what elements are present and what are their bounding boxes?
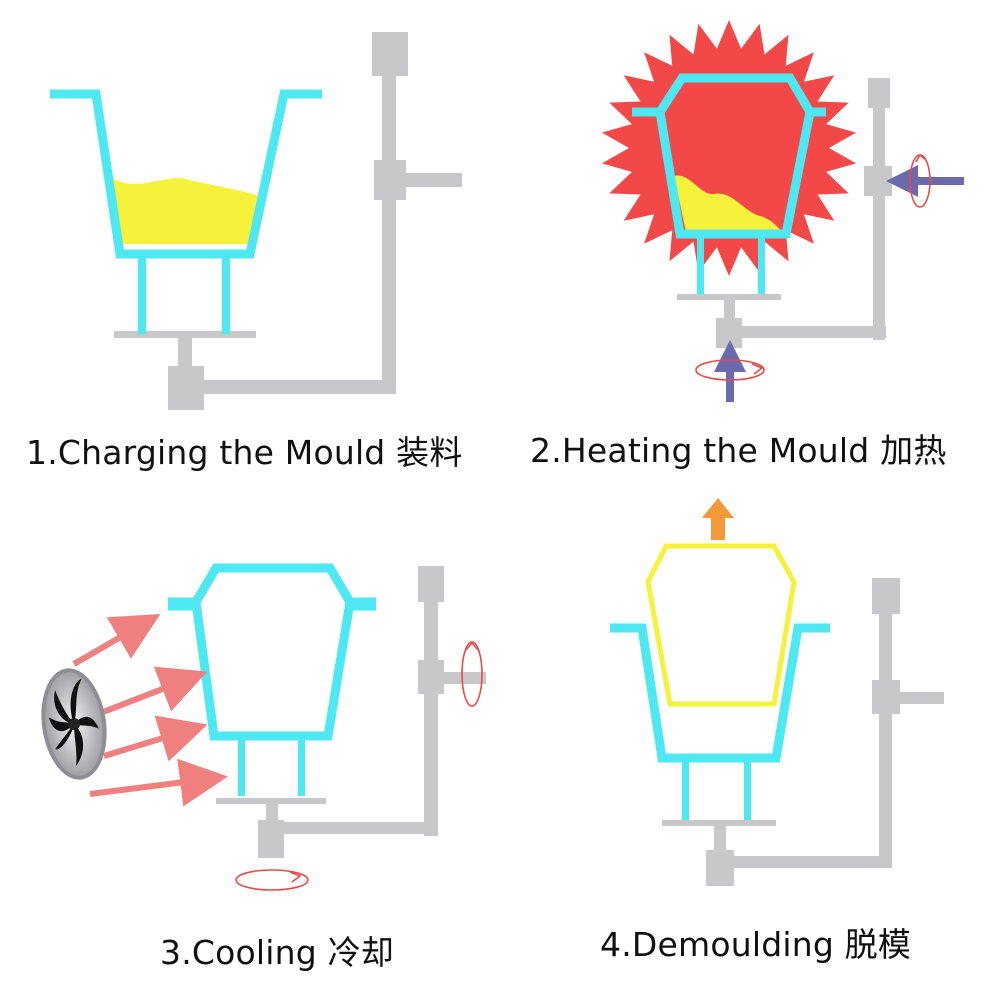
rig-stem — [266, 804, 278, 822]
rig-stem — [724, 300, 735, 320]
step-4-demoulding — [610, 498, 944, 886]
rig-base-arm — [730, 856, 892, 868]
material-charge — [112, 178, 260, 244]
open-mould-1 — [50, 89, 322, 259]
rig-platform — [662, 820, 776, 826]
rig-bearing-block — [872, 680, 900, 714]
rig-base-block — [168, 366, 204, 410]
rig-stem — [714, 826, 726, 852]
rig-base-block — [706, 850, 734, 886]
rotation-arrow-icon — [695, 359, 765, 381]
mould-legs-3 — [238, 740, 305, 796]
closed-mould-3 — [168, 563, 376, 741]
rig-platform — [216, 798, 326, 804]
rotation-rig-4 — [662, 578, 944, 886]
rig-base-block — [258, 820, 284, 858]
step-2-caption: 2.Heating the Mould 加热 — [530, 431, 947, 470]
rig-bearing-block — [418, 660, 444, 694]
step-2-heating — [601, 20, 964, 402]
mould-legs-2 — [697, 236, 765, 294]
rig-top-block — [418, 566, 444, 602]
step-1-caption: 1.Charging the Mould 装料 — [26, 433, 463, 472]
rig-bearing-block — [864, 166, 892, 196]
rig-base-arm — [200, 380, 396, 394]
rig-platform — [114, 331, 256, 338]
material-layer — [674, 175, 782, 232]
rig-base-block — [716, 318, 742, 348]
rig-base-arm — [736, 326, 886, 338]
rig-bearing-block — [374, 160, 406, 200]
rig-side-arm — [442, 672, 486, 684]
rig-top-block — [872, 578, 900, 614]
rig-vertical-shaft — [382, 76, 396, 394]
closed-mould-2 — [632, 73, 826, 239]
step-4-caption: 4.Demoulding 脱模 — [600, 925, 912, 964]
cooling-air-arrows — [72, 613, 228, 807]
rig-vertical-shaft — [873, 106, 885, 340]
rig-top-block — [868, 78, 890, 108]
rotation-arrow-icon — [235, 869, 309, 891]
rig-side-arm — [406, 173, 462, 187]
step-3-cooling — [41, 563, 486, 891]
step-1-charging — [50, 32, 462, 410]
lift-arrow — [702, 498, 734, 540]
rig-vertical-shaft — [879, 612, 892, 868]
open-mould-4 — [610, 623, 830, 763]
rig-top-block — [372, 32, 408, 76]
rig-platform — [677, 294, 781, 300]
demoulded-part — [645, 543, 797, 707]
fan-icon — [41, 668, 107, 780]
rig-stem — [178, 335, 192, 368]
rig-vertical-shaft — [424, 600, 438, 836]
mould-legs-1 — [138, 258, 230, 334]
rotation-rig-3 — [216, 566, 486, 858]
rotation-rig-1 — [114, 32, 462, 410]
rig-base-arm — [280, 822, 438, 834]
rig-side-arm — [898, 692, 944, 704]
mould-legs-4 — [682, 760, 751, 820]
step-3-caption: 3.Cooling 冷却 — [160, 933, 394, 972]
